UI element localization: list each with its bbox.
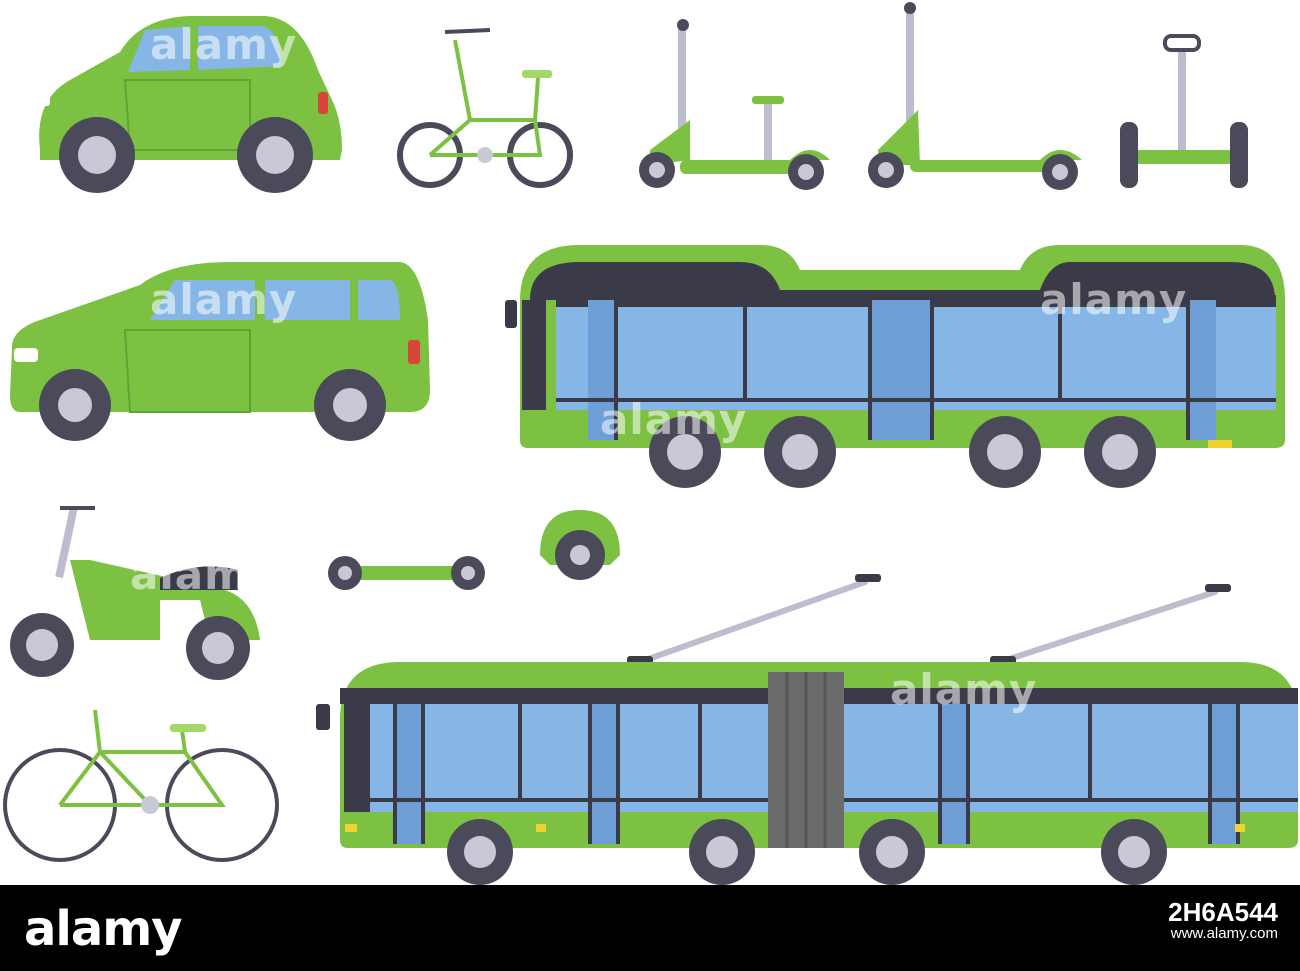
transport-illustration [3, 2, 1298, 885]
monowheel [540, 510, 620, 580]
footer-bar: alamy 2H6A544 www.alamy.com [0, 885, 1300, 971]
bicycle [3, 709, 279, 862]
image-id: 2H6A544 [1168, 897, 1278, 927]
small-car [36, 16, 343, 193]
trolleybus [316, 574, 1298, 885]
minivan [10, 262, 430, 441]
city-bus [505, 245, 1285, 488]
segway [1120, 34, 1248, 188]
folding-bike [397, 28, 573, 188]
footer-brand-logo: alamy [24, 901, 183, 957]
hoverboard [328, 556, 485, 590]
seated-kick-scooter [639, 19, 830, 190]
electric-moped [10, 506, 260, 680]
footer-meta: 2H6A544 www.alamy.com [1168, 897, 1278, 945]
site-url: www.alamy.com [1170, 925, 1278, 942]
articulation-joint [768, 672, 844, 848]
kick-scooter [868, 2, 1082, 190]
